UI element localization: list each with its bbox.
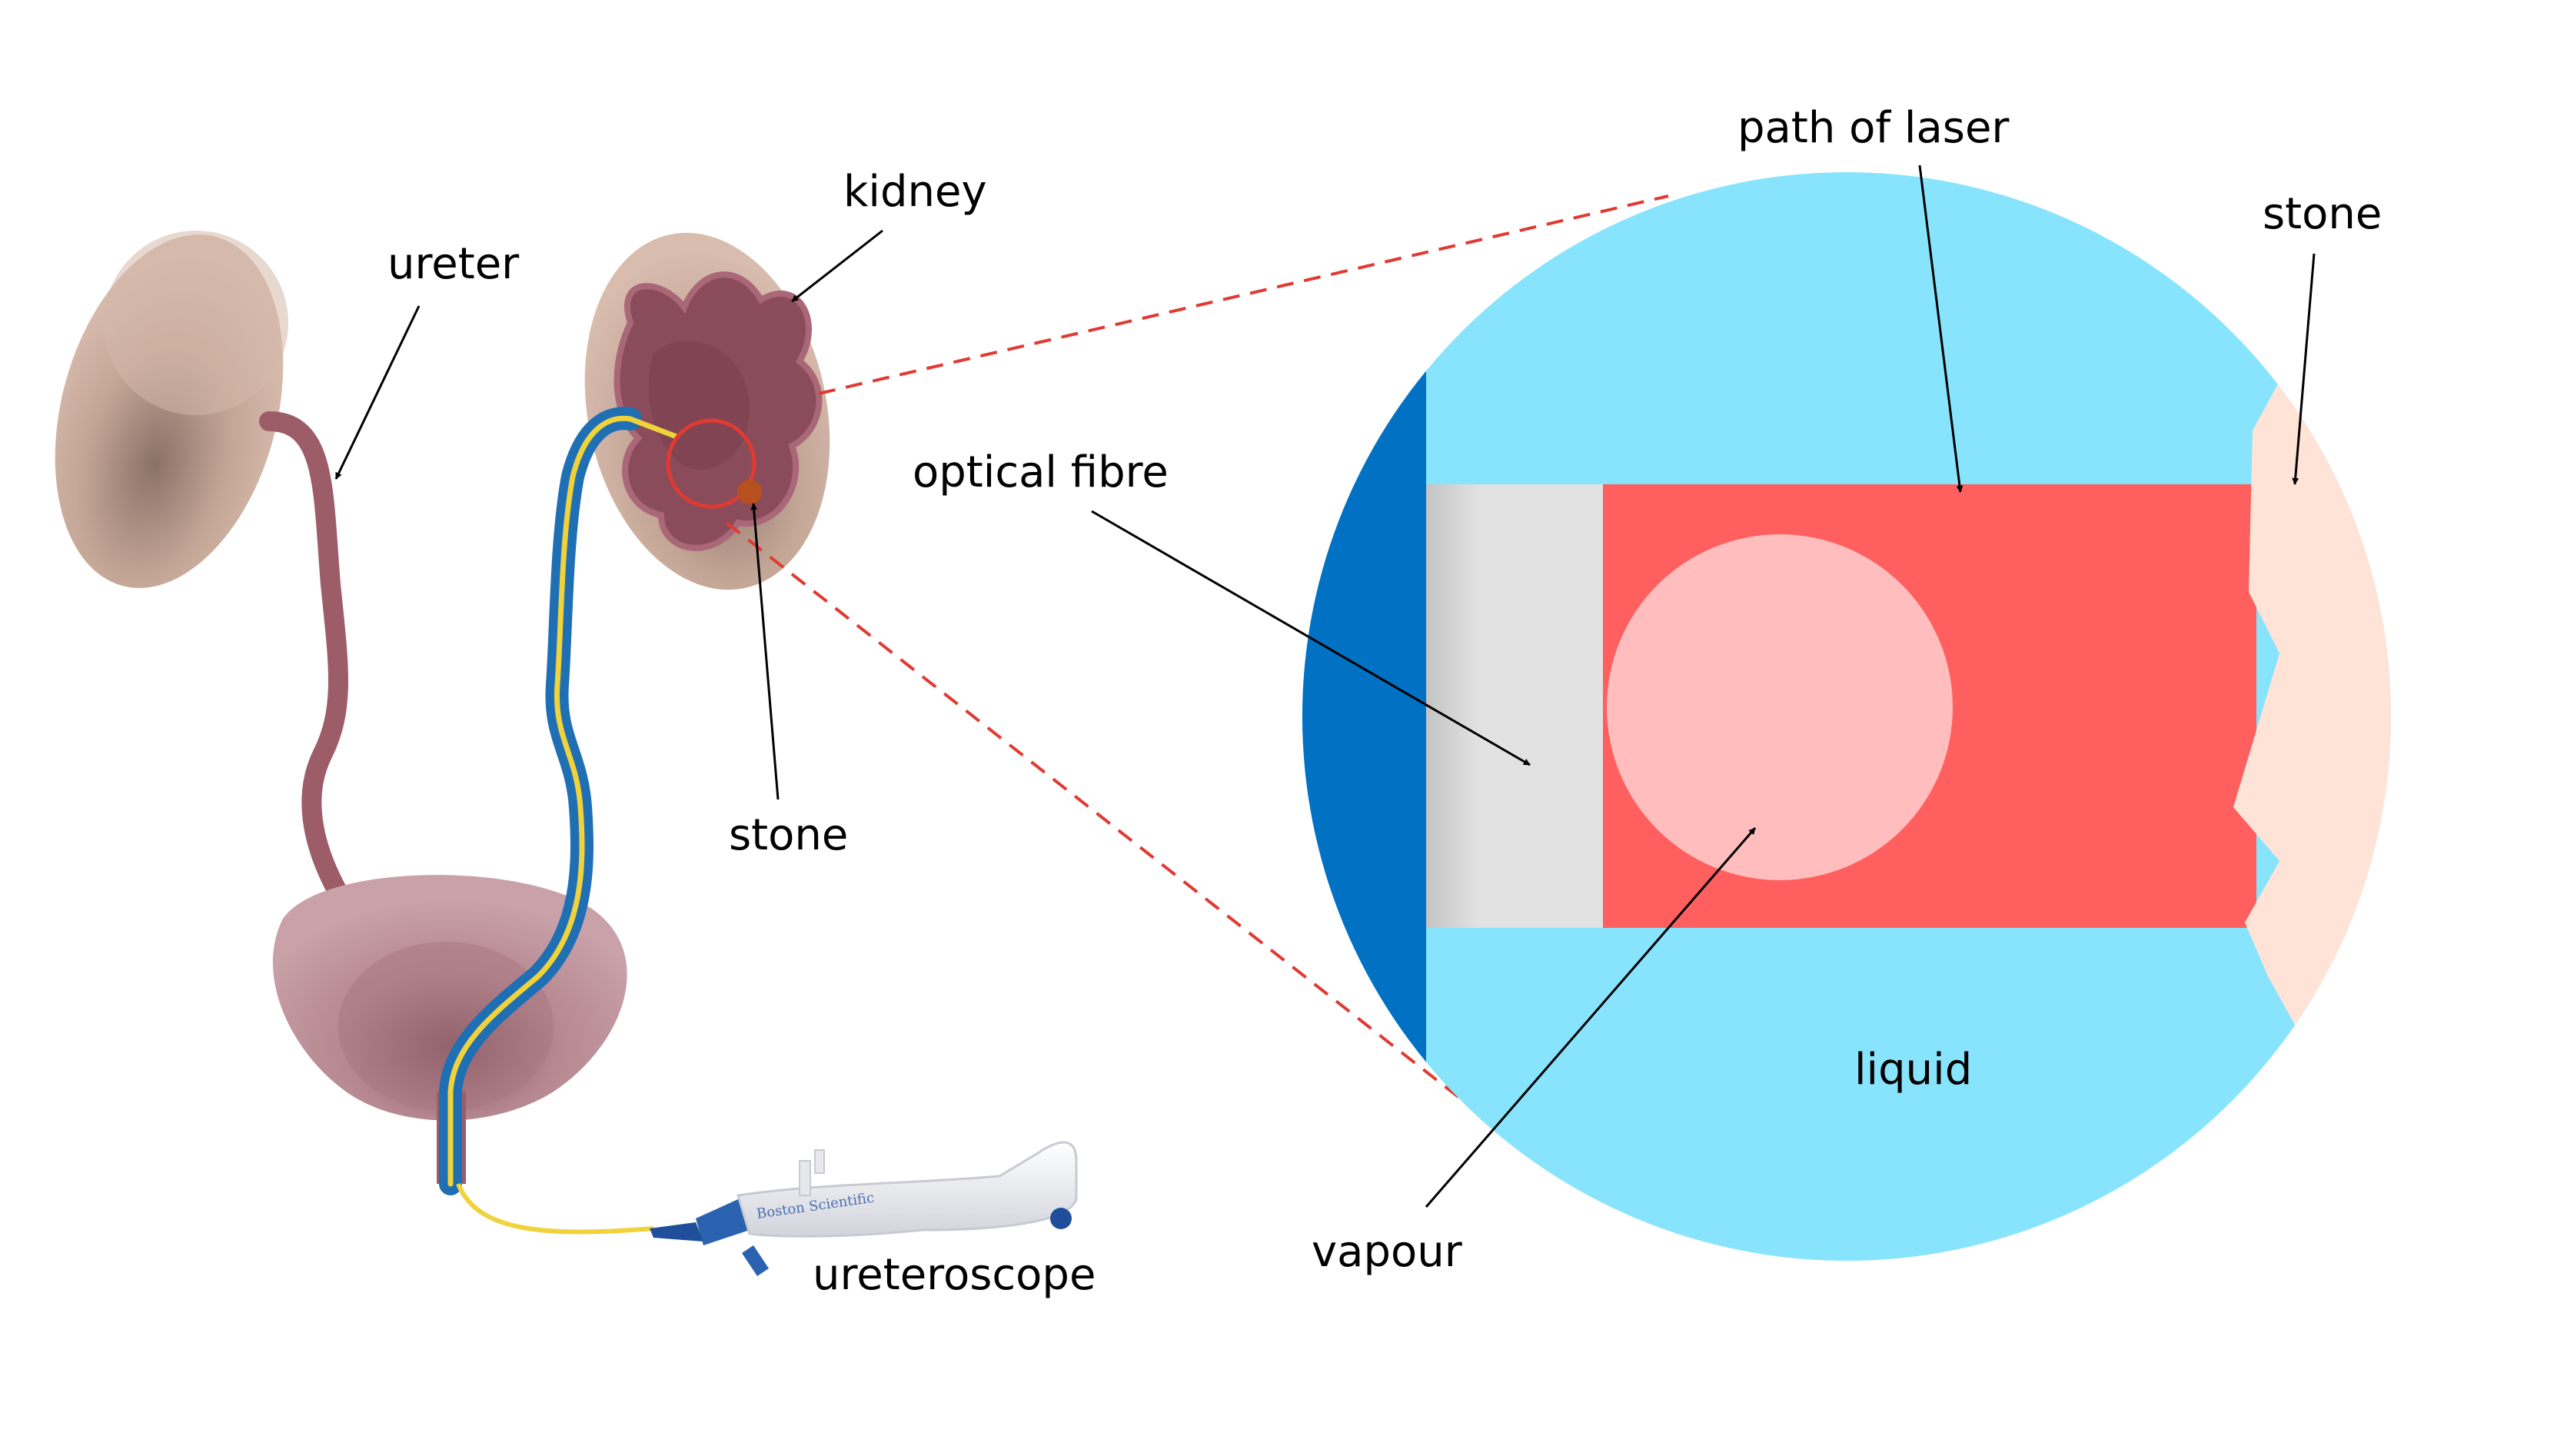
- zoom-line-top: [818, 194, 1669, 395]
- label-ureter: ureter: [387, 239, 520, 289]
- arrow-vapour: [1425, 827, 1757, 1208]
- label-path-of-laser: path of laser: [1737, 103, 2010, 153]
- vapour-bubble: [1607, 534, 1953, 880]
- magnified-view: [1302, 172, 2391, 1261]
- ureteroscope-device: Boston Scientific: [650, 1141, 1078, 1276]
- label-stone-left: stone: [729, 810, 848, 860]
- zoom-line-bottom: [725, 521, 1531, 1155]
- kidney-right-shape: [584, 232, 830, 590]
- arrow-path-of-laser: [1918, 165, 1963, 493]
- label-stone-right: stone: [2263, 189, 2382, 239]
- label-kidney: kidney: [843, 167, 987, 217]
- label-vapour: vapour: [1312, 1227, 1463, 1277]
- zoom-circle-marker: [666, 418, 756, 509]
- bladder-shape: [272, 875, 627, 1121]
- scope-cable-shape: [456, 1182, 654, 1235]
- stone-region: [2233, 346, 2391, 1045]
- arrow-kidney: [791, 229, 883, 303]
- fibre-core: [1426, 484, 1603, 928]
- arrow-optical-fibre: [1091, 510, 1531, 766]
- arrow-stone-left: [750, 503, 780, 800]
- label-optical-fibre: optical fibre: [913, 447, 1169, 497]
- kidney-left-shape: [55, 231, 288, 588]
- ureter-left-shape: [259, 411, 352, 909]
- scope-wire-shape: [447, 415, 680, 1187]
- label-ureteroscope: ureteroscope: [813, 1250, 1096, 1300]
- fibre-cladding: [1302, 172, 1426, 1261]
- arrow-stone-right: [2292, 253, 2316, 485]
- label-liquid: liquid: [1854, 1045, 1972, 1095]
- stone-marker: [737, 480, 762, 504]
- arrow-ureter: [334, 305, 421, 480]
